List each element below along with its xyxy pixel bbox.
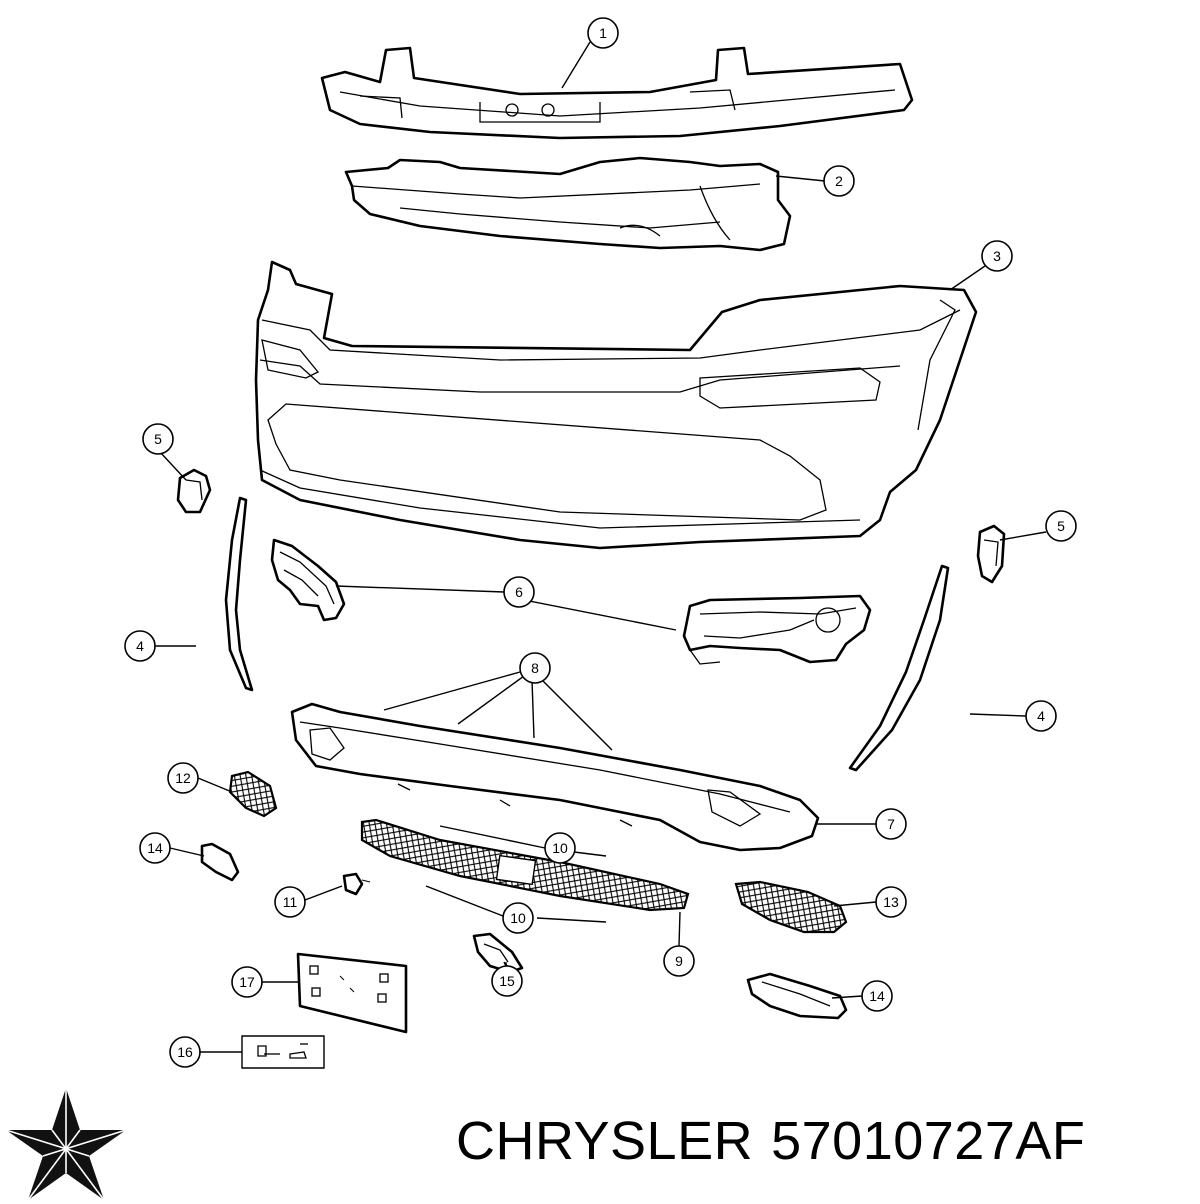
chrysler-star-logo-icon [4, 1086, 128, 1204]
callout-8: 8 [519, 652, 551, 684]
part-14-cover-left [200, 842, 240, 882]
callout-5-left: 5 [142, 423, 174, 455]
svg-text:13: 13 [883, 894, 899, 910]
callout-10-lower: 10 [502, 902, 534, 934]
part-7-lower-fascia [290, 702, 820, 852]
callout-11: 11 [274, 886, 306, 918]
svg-text:5: 5 [1057, 518, 1065, 534]
svg-text:1: 1 [599, 25, 607, 41]
part-15-bracket [472, 932, 524, 974]
svg-text:10: 10 [552, 840, 568, 856]
part-6-fog-bezel-left [270, 538, 346, 622]
callout-9: 9 [663, 945, 695, 977]
part-4-trim-strip-left [224, 496, 254, 692]
part-5-bracket-left [176, 468, 212, 514]
part-2-energy-absorber [344, 156, 792, 252]
callout-4-left: 4 [124, 630, 156, 662]
callout-16: 16 [169, 1036, 201, 1068]
part-13-grille-insert-right [734, 880, 848, 934]
part-5-bracket-right [976, 524, 1006, 584]
svg-text:2: 2 [835, 173, 843, 189]
callout-2: 2 [823, 165, 855, 197]
svg-text:16: 16 [177, 1044, 193, 1060]
callout-6: 6 [503, 576, 535, 608]
callout-13: 13 [875, 886, 907, 918]
callout-10-upper: 10 [544, 832, 576, 864]
svg-text:11: 11 [283, 894, 298, 910]
svg-text:4: 4 [136, 638, 144, 654]
svg-text:12: 12 [175, 770, 191, 786]
part-6-fog-bezel-right [682, 594, 872, 665]
part-1-bumper-reinforcement [320, 46, 914, 140]
part-14-cover-right [746, 972, 848, 1020]
part-number: 57010727AF [771, 1111, 1086, 1171]
svg-text:15: 15 [499, 973, 515, 989]
svg-text:14: 14 [147, 840, 163, 856]
leader-lines [155, 41, 1047, 1053]
brand-footer: CHRYSLER 57010727AF [0, 1082, 1200, 1204]
svg-text:17: 17 [239, 974, 255, 990]
part-9-lower-grille [360, 818, 690, 912]
part-16-hardware-kit [241, 1035, 325, 1069]
part-12-grille-insert [228, 770, 278, 818]
part-3-bumper-fascia [254, 260, 978, 550]
callout-3: 3 [981, 240, 1013, 272]
callout-12: 12 [167, 762, 199, 794]
svg-text:14: 14 [869, 988, 885, 1004]
callout-14-right: 14 [861, 980, 893, 1012]
brand-name: CHRYSLER [456, 1111, 754, 1171]
callout-5-right: 5 [1045, 510, 1077, 542]
callout-4-right: 4 [1025, 700, 1057, 732]
svg-text:8: 8 [531, 660, 539, 676]
svg-text:10: 10 [510, 910, 526, 926]
part-label: CHRYSLER 57010727AF [456, 1110, 1103, 1172]
part-17-license-plate-bracket [296, 952, 408, 1034]
svg-text:5: 5 [154, 431, 162, 447]
callout-1: 1 [587, 17, 619, 49]
callout-15: 15 [491, 965, 523, 997]
svg-text:7: 7 [887, 816, 895, 832]
svg-text:3: 3 [993, 248, 1001, 264]
callout-7: 7 [875, 808, 907, 840]
svg-text:6: 6 [515, 584, 523, 600]
part-4-trim-strip-right [848, 564, 950, 772]
svg-text:9: 9 [675, 953, 683, 969]
callout-14-left: 14 [139, 832, 171, 864]
part-11-clip [342, 872, 371, 896]
svg-text:4: 4 [1037, 708, 1045, 724]
callout-17: 17 [231, 966, 263, 998]
